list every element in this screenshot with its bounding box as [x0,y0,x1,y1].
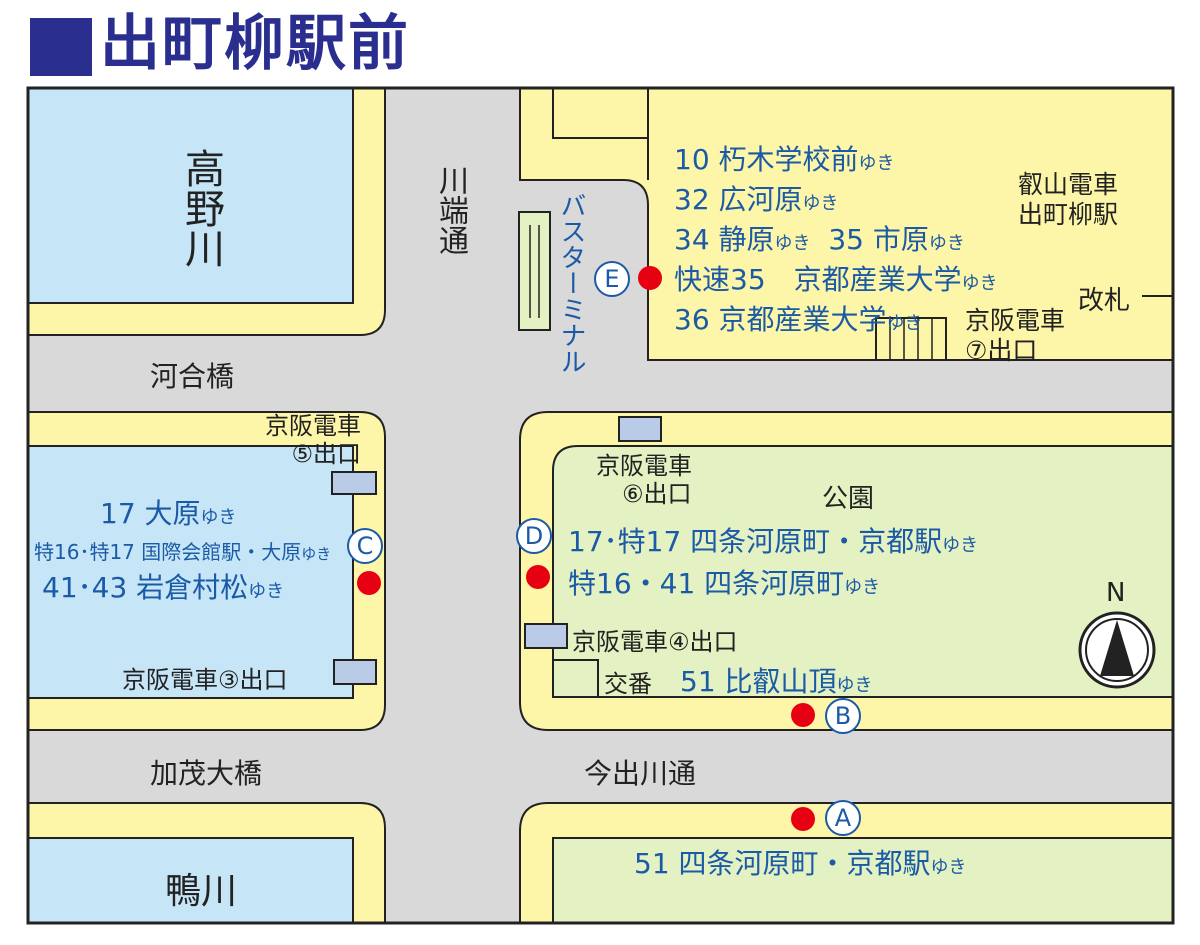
keihan-exit7-label: 京阪電車 ⑦出口 [965,306,1065,366]
north-arrow-icon [1078,611,1156,689]
exit7-line-1: 京阪電車 [965,306,1066,335]
stop-a-marker[interactable]: A [825,800,861,836]
keihan-exit5-label: 京阪電車 ⑤出口 [265,412,361,468]
eizan-building [552,87,649,139]
title-square-icon [30,18,92,76]
exit7-stairs [875,317,947,361]
exit5-box [331,471,377,495]
kamo-river-label: 鴨川 [165,871,238,912]
route-e-3: 34 静原ゆき 35 市原ゆき [674,223,965,256]
stop-e-routes: 10 朽木学校前ゆき 32 広河原ゆき 34 静原ゆき 35 市原ゆき 快速35… [674,142,998,342]
kamo-ohashi-label: 加茂大橋 [150,757,263,790]
eizan-station-label: 叡山電車 出町柳駅 [1018,170,1118,230]
route-c-3: 41･43 岩倉村松ゆき [42,571,285,604]
exit6-box [618,416,662,442]
river-middle-left [27,445,354,699]
kaisatsu-label: 改札 [1078,286,1131,316]
keihan-exit3-label: 京阪電車③出口 [122,666,288,694]
stop-c-marker[interactable]: C [347,528,383,564]
exit3-box [333,659,377,685]
stop-d-dot[interactable] [526,565,550,589]
kawabata-dori-label: 川端通 [433,165,468,255]
route-e-4: 快速35 京都産業大学ゆき [674,263,998,296]
route-c-1: 17 大原ゆき [100,497,237,530]
park-bottom [552,837,1174,924]
route-d-2: 特16・41 四条河原町ゆき [568,567,881,600]
imadegawa-dori-label: 今出川通 [584,757,697,790]
route-c-2: 特16･特17 国際会館駅・大原ゆき [34,540,332,564]
keihan-exit6-label: 京阪電車 ⑥出口 [596,452,692,508]
route-b-1: 51 比叡山頂ゆき [680,665,873,698]
stop-b-marker[interactable]: B [825,698,861,734]
exit5-line-2: ⑤出口 [291,440,361,468]
exit4-box [524,623,568,649]
keihan-exit4-label: 京阪電車④出口 [572,628,738,656]
stop-e-marker[interactable]: E [594,261,630,297]
eizan-line-1: 叡山電車 [1018,170,1119,199]
koban-label: 交番 [604,670,652,698]
bus-terminal-label: バスターミナル [556,192,586,374]
takano-river-area [27,87,354,304]
kamo-river-area [27,837,354,924]
route-e-1: 10 朽木学校前ゆき [674,143,895,176]
exit5-line-1: 京阪電車 [265,412,361,440]
stop-a-dot[interactable] [791,807,815,831]
park-label: 公園 [822,484,875,514]
exit6-line-1: 京阪電車 [596,452,692,480]
exit6-line-2: ⑥出口 [622,480,692,508]
page-title: 出町柳駅前 [100,9,410,79]
north-label: N [1106,578,1126,608]
stop-b-dot[interactable] [791,703,815,727]
map-frame [26,86,1175,925]
stop-c-dot[interactable] [357,571,381,595]
route-d-1: 17･特17 四条河原町・京都駅ゆき [568,525,979,558]
stop-d-marker[interactable]: D [516,518,552,554]
bus-terminal-island [518,211,551,331]
kawai-bridge-label: 河合橋 [150,360,235,393]
route-e-2: 32 広河原ゆき [674,183,839,216]
stop-e-dot[interactable] [638,266,662,290]
eizan-line-2: 出町柳駅 [1018,200,1119,229]
block-top-right [519,87,1174,361]
route-e-5: 36 京都産業大学ゆき [674,303,923,336]
route-a-1: 51 四条河原町・京都駅ゆき [634,847,967,880]
exit7-line-2: ⑦出口 [965,336,1038,365]
takano-river-label: 高野川 [178,148,224,268]
koban-building [552,659,599,698]
